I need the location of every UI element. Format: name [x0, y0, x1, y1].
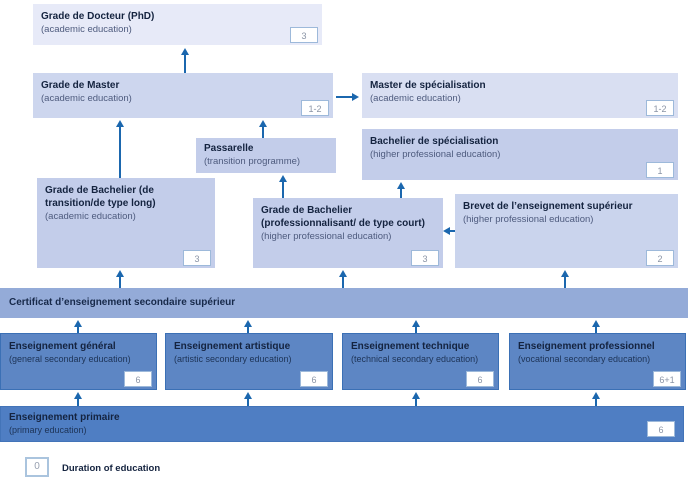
- duration-badge: 6: [124, 371, 152, 387]
- box-subtitle: (higher professional education): [261, 231, 392, 242]
- box-grade-master: Grade de Master (academic education) 1-2: [33, 73, 333, 118]
- box-enseignement-artistique: Enseignement artistique (artistic second…: [165, 333, 333, 390]
- band-subtitle: (primary education): [9, 425, 87, 435]
- arrow-general-to-certificat-icon: [73, 320, 82, 333]
- arrow-prof-to-passarelle-icon: [278, 175, 287, 198]
- band-title: Enseignement primaire: [9, 412, 120, 423]
- duration-badge: 6+1: [653, 371, 681, 387]
- box-subtitle: (academic education): [370, 93, 461, 104]
- duration-badge: 3: [411, 250, 439, 266]
- box-subtitle: (vocational secondary education): [518, 354, 651, 364]
- box-subtitle: (academic education): [41, 93, 132, 104]
- box-bachelier-specialisation: Bachelier de spécialisation (higher prof…: [362, 129, 678, 180]
- arrow-primaire-to-technique-icon: [411, 392, 420, 406]
- arrow-prof-to-bachelier-spec-icon: [396, 182, 405, 198]
- box-title: Enseignement général: [9, 341, 116, 352]
- arrow-certificat-to-prof-icon: [338, 270, 347, 288]
- box-title: Enseignement artistique: [174, 341, 291, 352]
- box-title: Bachelier de spécialisation: [370, 136, 499, 147]
- arrow-primaire-to-general-icon: [73, 392, 82, 406]
- box-subtitle: (higher professional education): [463, 214, 594, 225]
- box-master-specialisation: Master de spécialisation (academic educa…: [362, 73, 678, 118]
- box-title: Passarelle: [204, 143, 254, 154]
- arrow-professionnel-to-certificat-icon: [591, 320, 600, 333]
- box-title: Brevet de l’enseignement supérieur: [463, 201, 633, 212]
- box-enseignement-professionnel: Enseignement professionnel (vocational s…: [509, 333, 686, 390]
- box-title: Enseignement professionnel: [518, 341, 655, 352]
- arrow-master-to-master-spec-icon: [336, 92, 359, 101]
- box-enseignement-technique: Enseignement technique (technical second…: [342, 333, 499, 390]
- box-title: Grade de Docteur (PhD): [41, 11, 155, 22]
- legend-duration-badge: 0: [25, 457, 49, 477]
- arrow-certificat-to-brevet-icon: [560, 270, 569, 288]
- box-bachelier-professionnalisant: Grade de Bachelier (professionnalisant/ …: [253, 198, 443, 268]
- box-title: Grade de Bachelier (de transition/de typ…: [45, 185, 156, 209]
- box-title: Enseignement technique: [351, 341, 470, 352]
- box-subtitle: (technical secondary education): [351, 354, 479, 364]
- box-subtitle: (general secondary education): [9, 354, 131, 364]
- box-brevet-enseignement-superieur: Brevet de l’enseignement supérieur (high…: [455, 194, 678, 268]
- arrow-certificat-to-transition-icon: [115, 270, 124, 288]
- arrow-transition-to-master-icon: [115, 120, 124, 178]
- arrow-primaire-to-artistique-icon: [243, 392, 252, 406]
- arrow-passarelle-to-master-icon: [258, 120, 267, 138]
- arrow-primaire-to-professionnel-icon: [591, 392, 600, 406]
- band-title: Certificat d’enseignement secondaire sup…: [9, 297, 236, 308]
- arrow-technique-to-certificat-icon: [411, 320, 420, 333]
- box-passarelle: Passarelle (transition programme): [196, 138, 336, 173]
- arrow-artistique-to-certificat-icon: [243, 320, 252, 333]
- box-enseignement-general: Enseignement général (general secondary …: [0, 333, 157, 390]
- box-bachelier-transition: Grade de Bachelier (de transition/de typ…: [37, 178, 215, 268]
- duration-badge: 1-2: [646, 100, 674, 116]
- band-certificat-secondaire-superieur: Certificat d’enseignement secondaire sup…: [0, 288, 688, 318]
- duration-badge: 6: [466, 371, 494, 387]
- box-subtitle: (transition programme): [204, 156, 301, 167]
- band-enseignement-primaire: Enseignement primaire (primary education…: [0, 406, 684, 442]
- box-subtitle: (higher professional education): [370, 149, 501, 160]
- duration-badge: 2: [646, 250, 674, 266]
- duration-badge: 6: [647, 421, 675, 437]
- box-subtitle: (artistic secondary education): [174, 354, 292, 364]
- arrow-brevet-to-prof-icon: [443, 226, 455, 235]
- box-subtitle: (academic education): [45, 211, 136, 222]
- duration-badge: 1: [646, 162, 674, 178]
- box-title: Grade de Bachelier (professionnalisant/ …: [261, 205, 425, 229]
- box-grade-docteur: Grade de Docteur (PhD) (academic educati…: [33, 4, 322, 45]
- duration-badge: 1-2: [301, 100, 329, 116]
- box-title: Grade de Master: [41, 80, 120, 91]
- duration-badge: 3: [290, 27, 318, 43]
- duration-badge: 3: [183, 250, 211, 266]
- arrow-master-to-docteur-icon: [180, 48, 189, 73]
- box-title: Master de spécialisation: [370, 80, 486, 91]
- legend-label: Duration of education: [62, 463, 161, 474]
- box-subtitle: (academic education): [41, 24, 132, 35]
- duration-badge: 6: [300, 371, 328, 387]
